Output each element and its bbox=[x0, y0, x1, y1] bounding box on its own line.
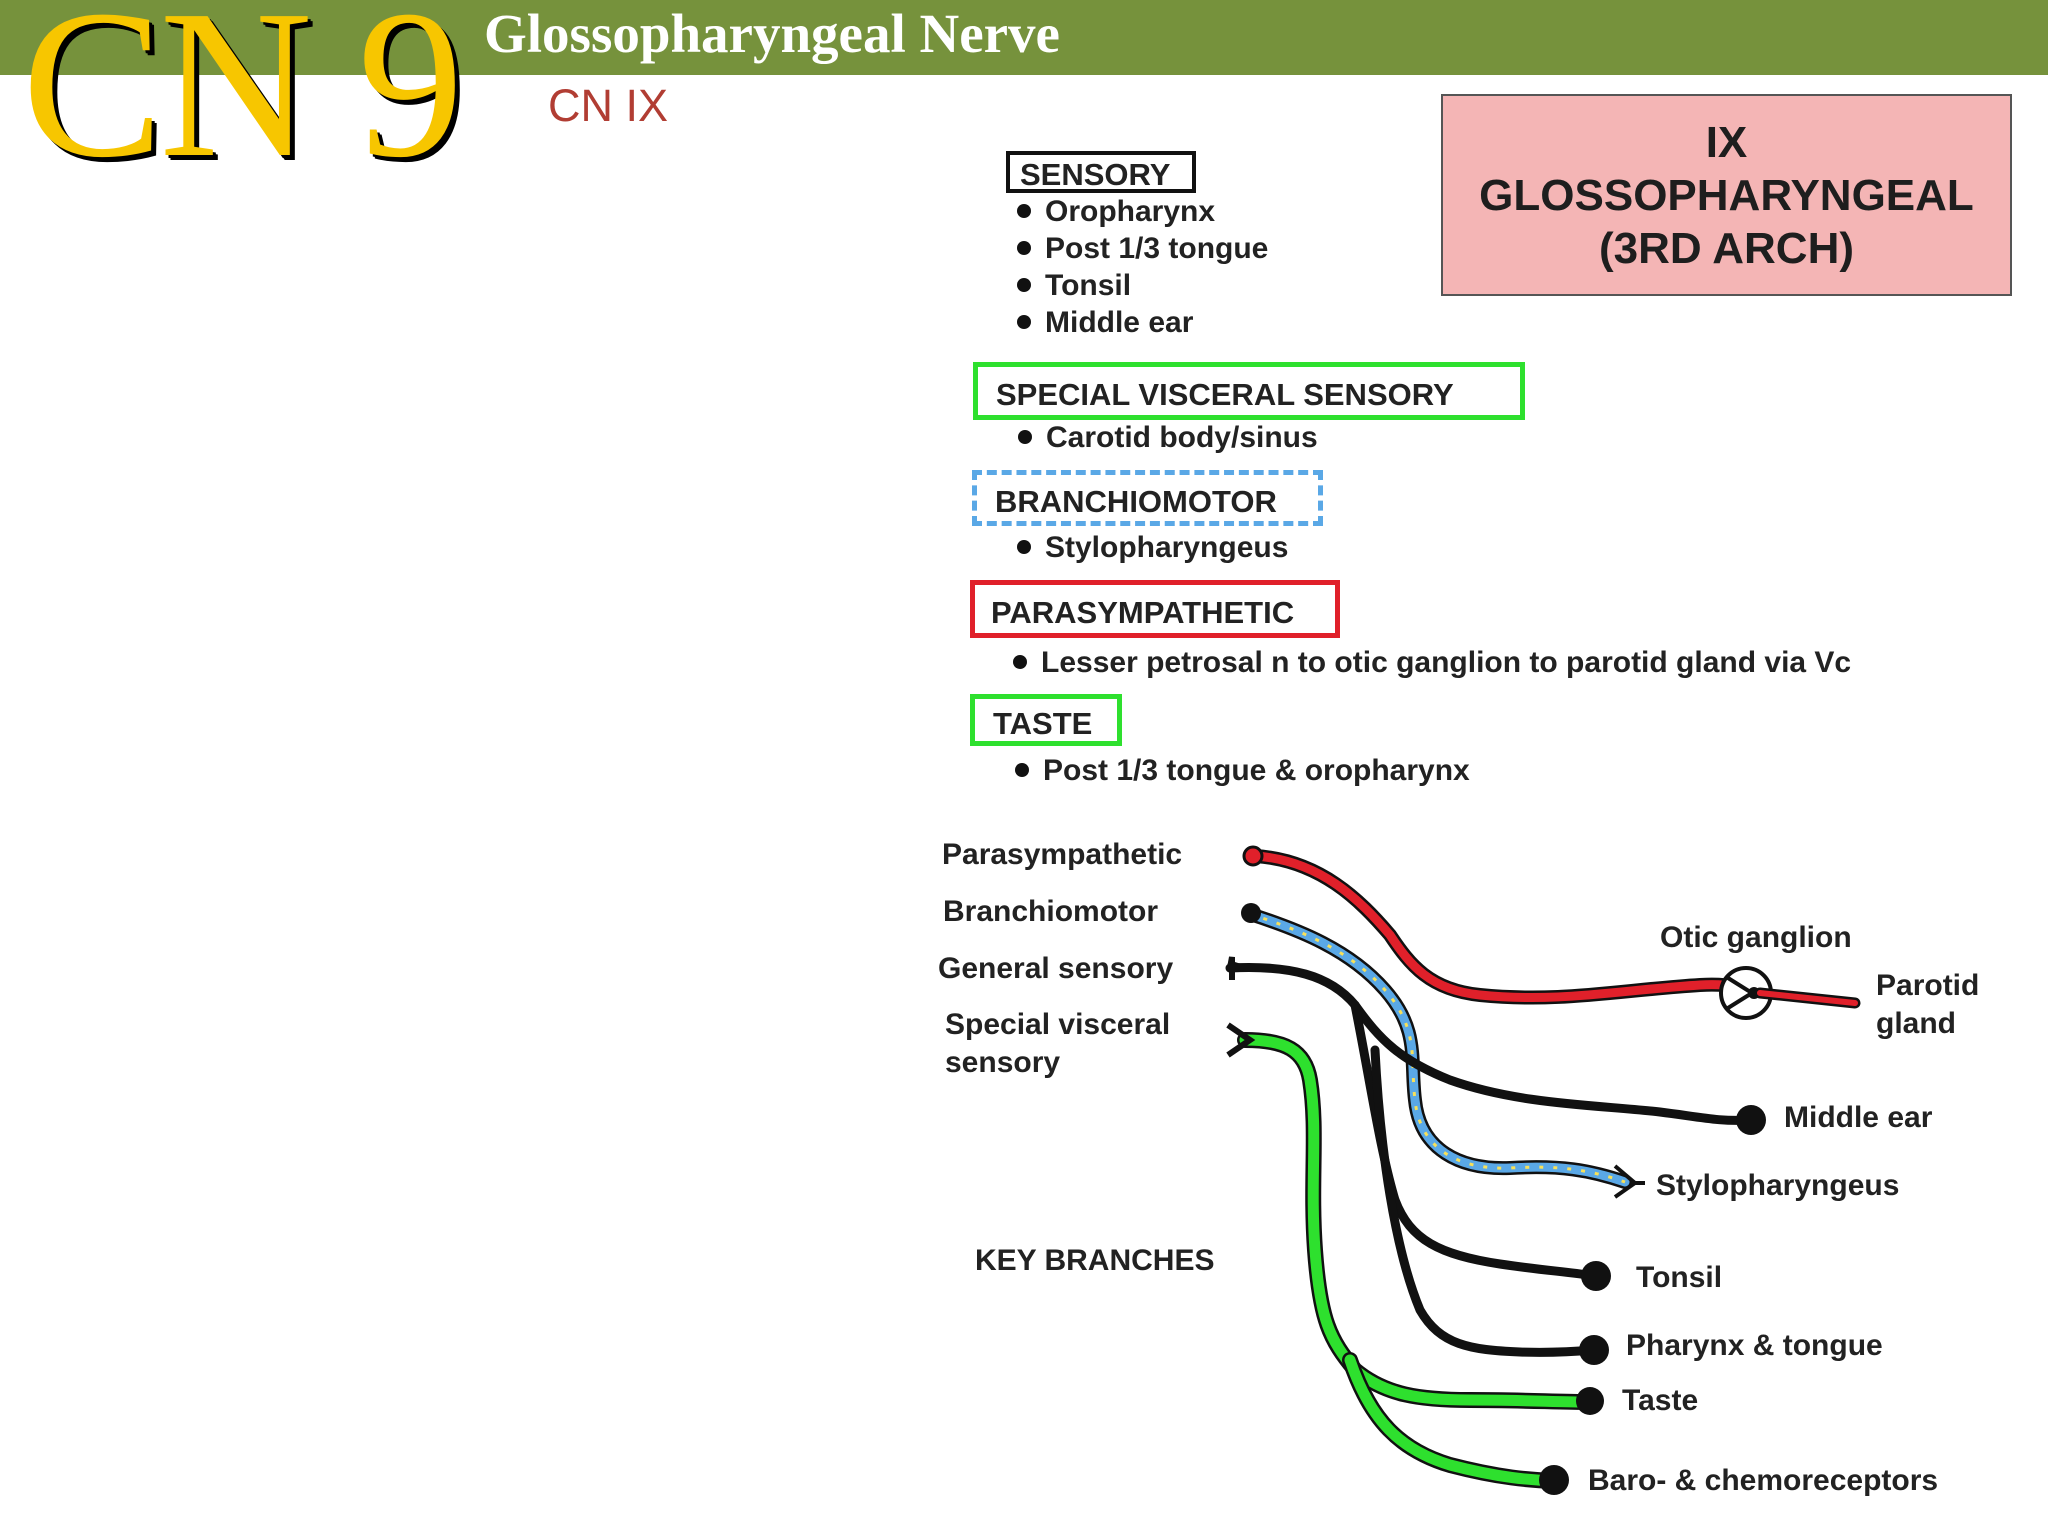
sensory-item: Post 1/3 tongue bbox=[1016, 232, 1269, 265]
arch-box-line2: GLOSSOPHARYNGEAL bbox=[1479, 170, 1974, 220]
output-label-middle-ear: Middle ear bbox=[1784, 1101, 1933, 1134]
tonsil-node bbox=[1581, 1261, 1611, 1291]
stylopharyngeus-ending bbox=[1613, 1164, 1645, 1199]
arch-box-line3: (3RD ARCH) bbox=[1598, 223, 1855, 273]
parasympathetic-heading: PARASYMPATHETIC bbox=[970, 580, 1340, 638]
input-label-parasympathetic: Parasympathetic bbox=[942, 838, 1183, 871]
pharynx-tongue-node bbox=[1579, 1335, 1609, 1365]
output-label-baro: Baro- & chemoreceptors bbox=[1588, 1464, 1939, 1497]
output-label-otic-ganglion: Otic ganglion bbox=[1660, 921, 1852, 954]
arch-box-line1: IX bbox=[1705, 117, 1748, 167]
header-bar bbox=[0, 0, 2048, 75]
arch-box: IX GLOSSOPHARYNGEAL (3RD ARCH) bbox=[1441, 94, 2012, 296]
sensory-heading: SENSORY bbox=[1006, 151, 1196, 193]
slide-subtitle: CN IX bbox=[548, 80, 669, 131]
output-label-stylopharyngeus: Stylopharyngeus bbox=[1656, 1169, 1900, 1202]
output-label-parotid-2: gland bbox=[1876, 1007, 1956, 1040]
sensory-item: Oropharynx bbox=[1016, 195, 1216, 228]
sensory-item: Tonsil bbox=[1016, 269, 1132, 302]
general-sensory-fork bbox=[1227, 956, 1235, 980]
special-visceral-sensory-item: Carotid body/sinus bbox=[1018, 421, 1318, 454]
slide-title: Glossopharyngeal Nerve bbox=[484, 3, 1060, 64]
output-label-pharynx-tongue: Pharynx & tongue bbox=[1626, 1329, 1883, 1362]
input-label-branchiomotor: Branchiomotor bbox=[943, 895, 1159, 928]
general-sensory-nerve bbox=[1225, 963, 1755, 1125]
parasympathetic-item: Lesser petrosal n to otic ganglion to pa… bbox=[1012, 646, 1852, 679]
branchiomotor-item: Stylopharyngeus bbox=[1016, 531, 1289, 564]
sensory-item: Middle ear bbox=[1016, 306, 1194, 339]
input-label-special-visceral-2: sensory bbox=[945, 1046, 1061, 1079]
output-label-parotid: Parotid bbox=[1876, 969, 1980, 1002]
baro-node bbox=[1539, 1465, 1569, 1495]
special-visceral-sensory-heading: SPECIAL VISCERAL SENSORY bbox=[973, 362, 1525, 420]
taste-node bbox=[1576, 1387, 1604, 1415]
output-label-taste: Taste bbox=[1622, 1384, 1699, 1417]
branchiomotor-heading: BRANCHIOMOTOR bbox=[972, 470, 1323, 526]
special-visceral-fork bbox=[1226, 1022, 1256, 1058]
big-title: CN 9 bbox=[22, 0, 464, 201]
branchiomotor-start-node bbox=[1241, 903, 1261, 923]
output-label-tonsil: Tonsil bbox=[1636, 1261, 1723, 1294]
input-label-general-sensory: General sensory bbox=[938, 952, 1174, 985]
input-label-special-visceral: Special visceral bbox=[945, 1008, 1171, 1041]
middle-ear-node bbox=[1736, 1105, 1766, 1135]
key-branches-label: KEY BRANCHES bbox=[975, 1244, 1215, 1277]
taste-heading: TASTE bbox=[970, 694, 1122, 746]
parasympathetic-start-node bbox=[1242, 845, 1264, 867]
taste-item: Post 1/3 tongue & oropharynx bbox=[1015, 754, 1470, 787]
